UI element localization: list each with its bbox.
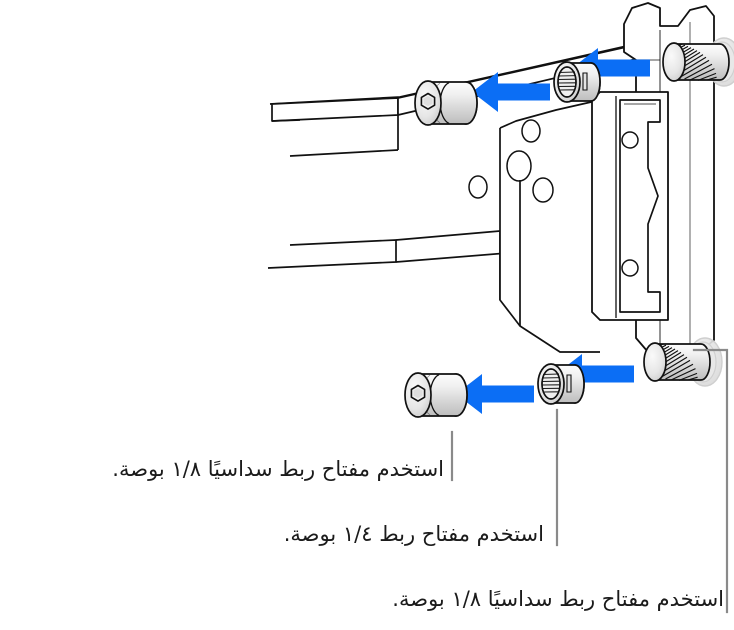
cap-nut-lower [404,372,468,418]
mounting-bracket [591,2,715,353]
cap-nut-upper [414,80,478,126]
stud-upper [662,37,734,87]
caption-hex-wrench-lower: استخدم مفتاح ربط سداسيًا ١/٨ بوصة. [392,587,724,611]
stud-lower [643,337,723,387]
leader-line-3 [692,348,729,614]
coupler-nut-upper [553,61,601,103]
coupler-nut-lower [537,363,585,405]
mounting-plate [468,99,601,353]
caption-quarter-inch-wrench: استخدم مفتاح ربط ١/٤ بوصة. [283,522,544,546]
caption-hex-wrench-upper: استخدم مفتاح ربط سداسيًا ١/٨ بوصة. [112,457,444,481]
